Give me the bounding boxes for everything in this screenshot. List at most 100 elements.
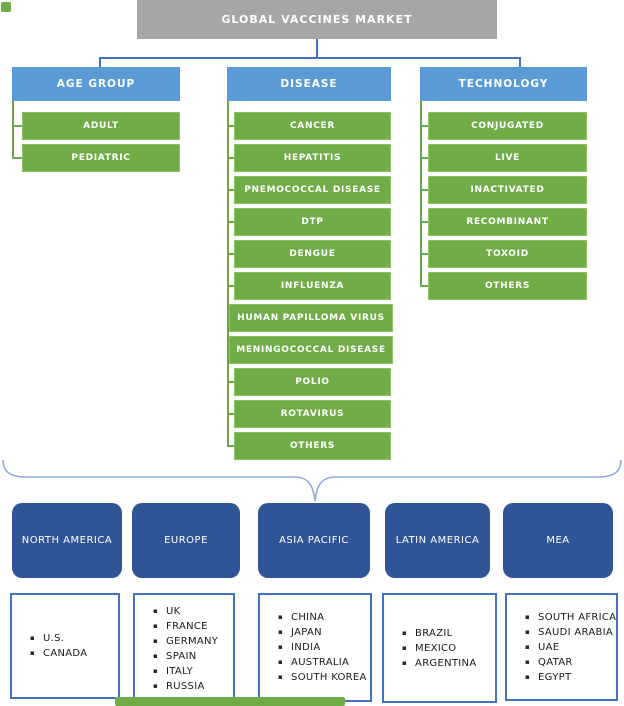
country-item: ▪ JAPAN: [278, 625, 370, 640]
country-item: ▪AUSTRALIA: [278, 655, 370, 670]
country-label: MEXICO: [415, 642, 457, 654]
bracket-line-stub: [227, 253, 234, 255]
country-label: GERMANY: [166, 635, 219, 647]
country-item: ▪ QATAR: [525, 655, 616, 670]
bullet-icon: ▪: [402, 658, 408, 667]
segment-box: INFLUENZA: [234, 272, 391, 300]
segment-box: HUMAN PAPILLOMA VIRUS: [229, 304, 393, 332]
country-label: CANADA: [43, 648, 88, 659]
segment-box: ADULT: [22, 112, 180, 140]
country-item: ▪UAE: [525, 640, 616, 655]
region-box-north-america: NORTH AMERICA: [12, 503, 122, 578]
bullet-icon: ▪: [30, 634, 36, 642]
connector-drop-left: [99, 57, 101, 67]
column-header: TECHNOLOGY: [420, 67, 587, 101]
region-box-asia-pacific: ASIA PACIFIC: [258, 503, 370, 578]
segment-box: CONJUGATED: [428, 112, 587, 140]
segment-box: INACTIVATED: [428, 176, 587, 204]
country-label: EGYPT: [538, 671, 572, 683]
bracket-line-stub: [227, 221, 234, 223]
bracket-line-stub: [227, 157, 234, 159]
bracket-line-stub: [12, 125, 22, 127]
country-label: INDIA: [291, 642, 321, 653]
country-label: RUSSIA: [166, 680, 205, 692]
segment-box: HEPATITIS: [234, 144, 391, 172]
segment-box: RECOMBINANT: [428, 208, 587, 236]
segment-box: CANCER: [234, 112, 391, 140]
bullet-icon: ▪: [153, 621, 159, 630]
country-label: SOUTH KOREA: [291, 672, 367, 683]
country-label: SPAIN: [166, 650, 197, 662]
bracket-line-stub: [420, 189, 428, 191]
bullet-icon: ▪: [153, 651, 159, 660]
country-label: FRANCE: [166, 620, 208, 632]
segment-box: OTHERS: [234, 432, 391, 460]
country-label: AUSTRALIA: [291, 657, 350, 668]
bracket-line-stub: [420, 125, 428, 127]
bullet-icon: ▪: [153, 666, 159, 675]
bracket-line-stub: [227, 189, 234, 191]
segment-box: POLIO: [234, 368, 391, 396]
region-box-mea: MEA: [503, 503, 613, 578]
segment-box: LIVE: [428, 144, 587, 172]
bracket-line-vertical: [227, 101, 229, 446]
bracket-line-stub: [420, 285, 428, 287]
country-label: QATAR: [538, 656, 573, 668]
country-item: ▪SAUDI ARABIA: [525, 625, 616, 640]
country-label: ITALY: [166, 665, 194, 677]
bracket-line-stub: [227, 381, 234, 383]
root-box-global-vaccines-market: GLOBAL VACCINES MARKET: [137, 0, 497, 39]
region-box-latin-america: LATIN AMERICA: [385, 503, 490, 578]
country-item: ▪ EGYPT: [525, 670, 616, 685]
country-list-north-america: ▪ U.S. ▪ CANADA: [10, 593, 120, 699]
country-item: ▪ INDIA: [278, 640, 370, 655]
segment-box: PNEMOCOCCAL DISEASE: [234, 176, 391, 204]
bracket-line-stub: [227, 413, 234, 415]
bracket-line-stub: [12, 157, 22, 159]
bracket-line-stub: [227, 445, 234, 447]
bracket-line-stub: [420, 157, 428, 159]
bracket-line-stub: [420, 221, 428, 223]
segment-box: DTP: [234, 208, 391, 236]
bullet-icon: ▪: [525, 672, 531, 681]
connector-root-stem: [316, 39, 318, 57]
segment-column-technology: TECHNOLOGY CONJUGATED LIVE INACTIVATED RECOM…: [420, 67, 587, 300]
bullet-icon: ▪: [278, 643, 284, 651]
country-item: ▪ CANADA: [30, 646, 118, 661]
bullet-icon: ▪: [278, 613, 284, 621]
bullet-icon: ▪: [525, 642, 531, 651]
bottom-green-bar: [115, 697, 345, 706]
segment-box: PEDIATRIC: [22, 144, 180, 172]
bullet-icon: ▪: [30, 649, 36, 657]
bullet-icon: ▪: [525, 657, 531, 666]
country-label: U.S.: [43, 633, 65, 644]
country-list-latin-america: ▪BRAZIL▪MEXICO▪ARGENTINA: [382, 593, 497, 703]
country-item: ▪ RUSSIA: [153, 679, 233, 694]
bullet-icon: ▪: [153, 681, 159, 690]
country-item: ▪UK: [153, 604, 233, 619]
bullet-icon: ▪: [278, 628, 284, 636]
bullet-icon: ▪: [153, 636, 159, 645]
segment-box: DENGUE: [234, 240, 391, 268]
country-item: ▪MEXICO: [402, 641, 495, 656]
country-list-asia-pacific: ▪CHINA▪JAPAN▪INDIA▪AUSTRALIA▪SOUTH KOREA: [258, 593, 372, 702]
bullet-icon: ▪: [402, 628, 408, 637]
diagram-title: GLOBAL VACCINES MARKET: [221, 13, 413, 26]
country-label: CHINA: [291, 612, 325, 623]
segment-column-age-group: AGE GROUP ADULT PEDIATRIC: [12, 67, 180, 172]
bullet-icon: ▪: [525, 612, 531, 621]
region-box-europe: EUROPE: [132, 503, 240, 578]
country-label: SAUDI ARABIA: [538, 626, 614, 638]
corner-green-chip: [1, 2, 11, 12]
bracket-line-stub: [227, 285, 234, 287]
country-item: ▪ U.S.: [30, 631, 118, 646]
connector-drop-right: [519, 57, 521, 68]
bracket-line-vertical: [12, 101, 14, 158]
country-item: ▪SOUTH AFRICA: [525, 610, 616, 625]
country-label: JAPAN: [291, 627, 322, 638]
column-header: AGE GROUP: [12, 67, 180, 101]
segment-box: OTHERS: [428, 272, 587, 300]
country-list-europe: ▪UK ▪ FRANCE ▪ GERMANY ▪ SPAIN ▪ ITALY ▪ RUSSIA: [133, 593, 235, 704]
